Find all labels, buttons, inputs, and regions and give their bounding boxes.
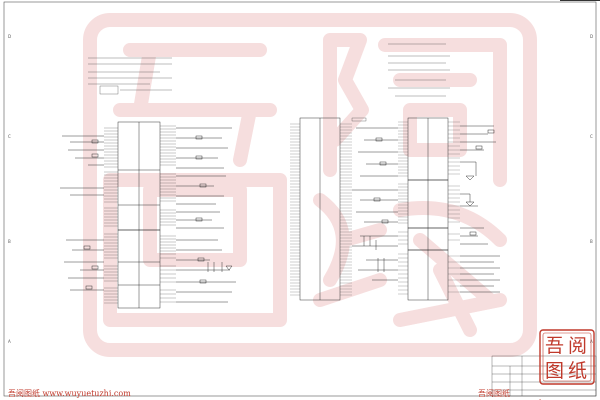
note-block-right — [388, 43, 450, 97]
note-block-left — [88, 57, 172, 95]
zone-label-right-b: B — [590, 239, 593, 244]
zone-labels: D C B A D C B A — [8, 34, 593, 344]
title-block — [491, 355, 597, 397]
seal-char-3: 图 — [545, 360, 564, 382]
zone-label-right-a: A — [590, 339, 593, 344]
zone-label-left-a: A — [8, 339, 11, 344]
seal-char-1: 吾 — [545, 335, 564, 357]
seal-char-2: 阅 — [568, 335, 587, 357]
center-ic — [290, 117, 367, 301]
zone-label-left-b: B — [8, 239, 11, 244]
right-ic-cluster — [352, 117, 500, 301]
seal-char-4: 纸 — [568, 360, 587, 382]
left-ic-cluster — [60, 121, 236, 309]
zone-label-left-c: C — [8, 134, 11, 139]
watermark-bottom-left: 吾阅图纸 www.wuyuetuzhi.com — [8, 389, 131, 398]
zone-label-right-c: C — [590, 134, 593, 139]
zone-label-left-d: D — [8, 34, 11, 39]
sheet-border — [3, 1, 597, 397]
watermark-bottom-right: 吾阅图纸 www.wuyuetuzhi.com — [478, 389, 566, 400]
zone-label-right-d: D — [590, 34, 593, 39]
